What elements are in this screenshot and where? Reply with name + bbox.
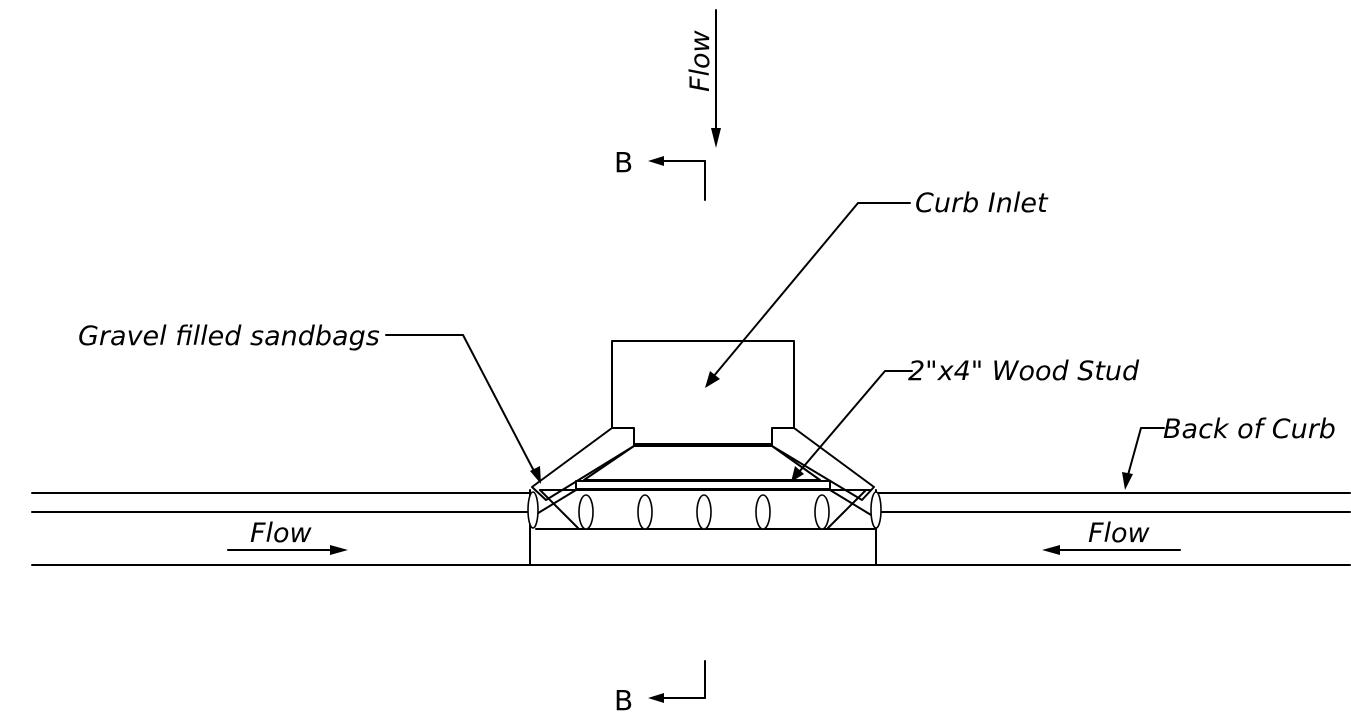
curb-lines	[31, 489, 1351, 566]
flow-label-right: Flow	[1088, 518, 1151, 549]
flow-right-head	[1042, 545, 1060, 555]
sandbag	[637, 494, 653, 530]
back-of-curb-label: Back of Curb	[1163, 414, 1336, 445]
curb-inlet-callout: Curb Inlet	[705, 188, 1049, 388]
wood-stud-label: 2"x4" Wood Stud	[908, 356, 1140, 387]
flow-label-left: Flow	[250, 518, 313, 549]
sandbags-leader-head	[530, 466, 541, 484]
section-marker-bottom: B	[614, 660, 706, 717]
sandbag-diagonal-right	[827, 489, 867, 529]
section-arrowhead-top	[648, 156, 664, 166]
sandbag-diagonal-left	[539, 489, 579, 529]
wood-stud-leader-head	[791, 466, 804, 482]
section-label-bottom: B	[614, 684, 633, 717]
flow-arrow-top: Flow	[685, 9, 721, 148]
curb-inlet-leader	[712, 202, 911, 378]
flow-label-top: Flow	[685, 29, 716, 92]
sandbag-end-left	[527, 491, 539, 529]
sandbag	[814, 494, 830, 530]
sandbag	[755, 494, 771, 530]
sandbag	[578, 494, 594, 530]
back-of-curb-callout: Back of Curb	[1122, 414, 1336, 490]
section-marker-top: B	[614, 146, 706, 201]
curb-inlet-label: Curb Inlet	[915, 188, 1049, 219]
inlet-wing-left	[531, 427, 635, 501]
back-of-curb-leader-head	[1122, 472, 1133, 490]
inlet-wing-right	[771, 427, 875, 501]
sandbag-end-right	[870, 491, 882, 529]
flow-arrow-left: Flow	[227, 518, 348, 555]
inlet-box	[611, 340, 795, 445]
sandbags-leader	[385, 334, 536, 474]
flow-arrow-right: Flow	[1042, 518, 1181, 555]
flow-left-head	[330, 545, 348, 555]
sandbags-callout: Gravel filled sandbags	[78, 321, 541, 484]
sandbag-row	[527, 489, 882, 530]
sandbags-label: Gravel filled sandbags	[78, 321, 380, 352]
wood-stud-leader	[798, 370, 913, 473]
curb-inlet-structure	[531, 340, 875, 501]
sandbag-diagonal-right-inner	[829, 489, 877, 519]
wood-stud-callout: 2"x4" Wood Stud	[791, 356, 1140, 482]
curb-inlet-leader-head	[705, 371, 720, 388]
section-arrowhead-bottom	[648, 693, 664, 703]
sandbags	[578, 494, 830, 530]
sandbag	[696, 494, 712, 530]
flow-arrow-top-head	[711, 128, 721, 148]
back-of-curb-leader	[1127, 427, 1165, 476]
section-label-top: B	[614, 146, 633, 179]
wood-stud	[575, 480, 831, 490]
